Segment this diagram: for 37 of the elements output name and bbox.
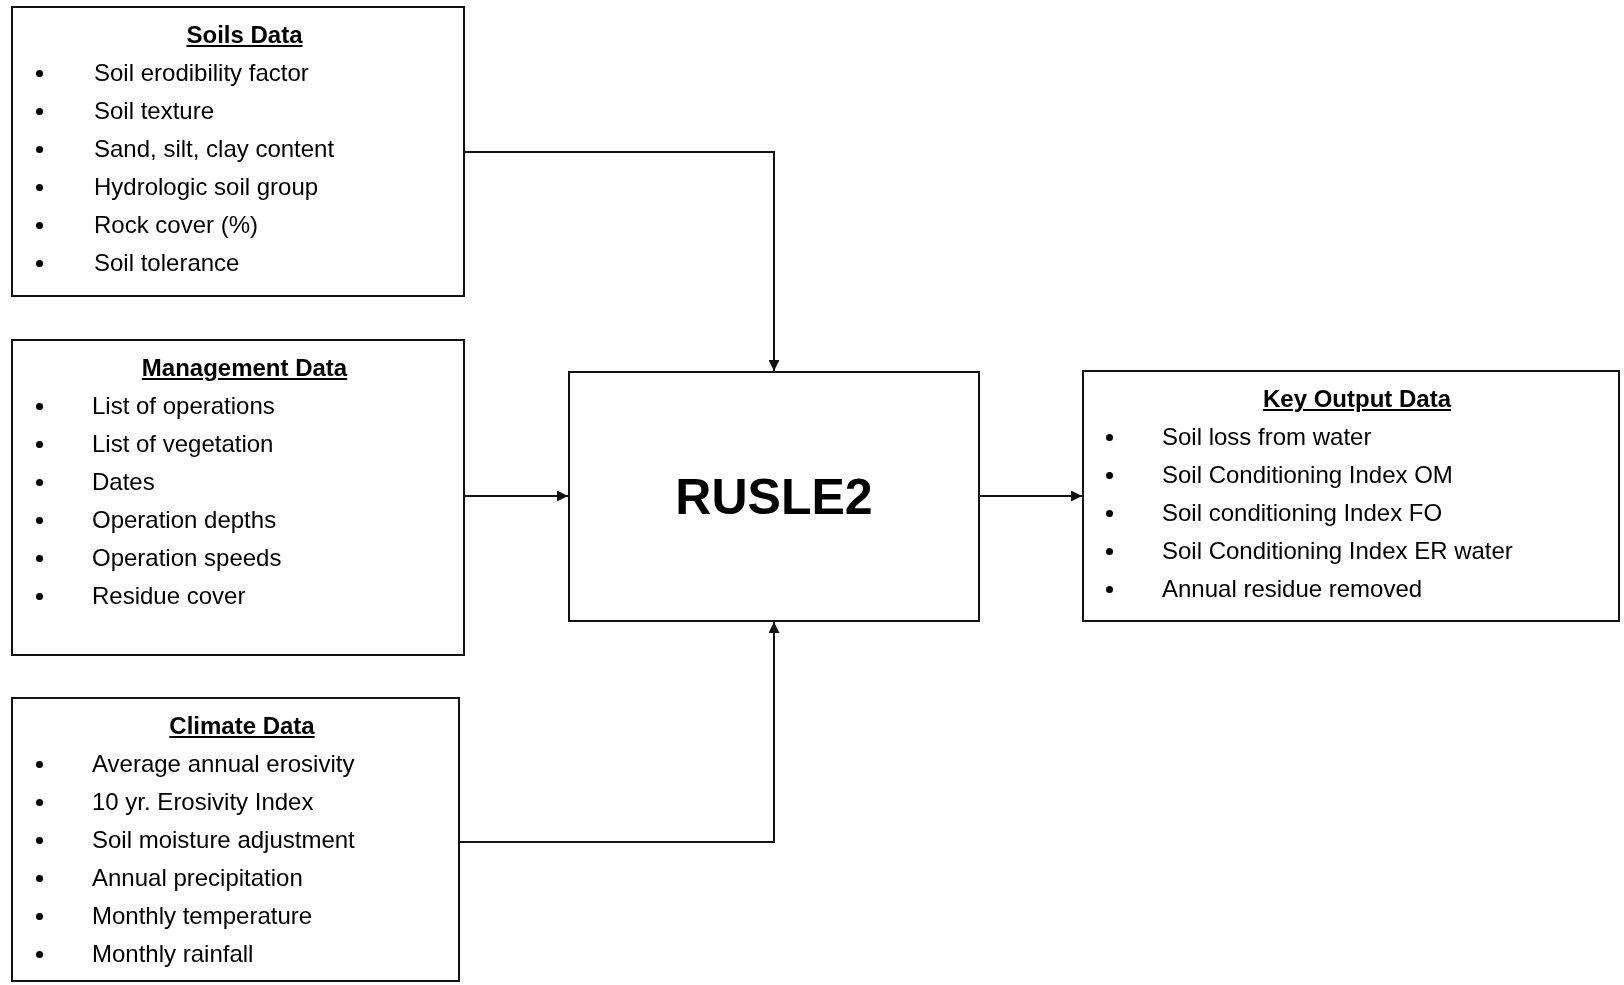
arrow xyxy=(979,490,1083,502)
list-item: Hydrologic soil group xyxy=(94,172,319,202)
list-item: Soil tolerance xyxy=(94,248,240,278)
box-heading: Management Data xyxy=(141,353,348,383)
list-item: Soil conditioning Index FO xyxy=(1162,498,1443,528)
arrow xyxy=(464,490,569,502)
arrow xyxy=(459,621,780,843)
list-item: Average annual erosivity xyxy=(92,749,355,779)
list-item: Sand, silt, clay content xyxy=(94,134,335,164)
list-item: Soil moisture adjustment xyxy=(92,825,355,855)
data-box xyxy=(1082,370,1620,622)
list-item: List of operations xyxy=(92,391,275,421)
list-item: Soil loss from water xyxy=(1162,422,1372,452)
list-item: Monthly rainfall xyxy=(92,939,254,969)
list-item: Soil erodibility factor xyxy=(94,58,309,88)
list-item: Soil texture xyxy=(94,96,215,126)
data-box xyxy=(11,697,460,982)
data-box xyxy=(11,6,465,297)
list-item: 10 yr. Erosivity Index xyxy=(92,787,314,817)
list-item: Operation speeds xyxy=(92,543,282,573)
list-item: Rock cover (%) xyxy=(94,210,259,240)
list-item: Monthly temperature xyxy=(92,901,313,931)
list-item: List of vegetation xyxy=(92,429,274,459)
process-box xyxy=(568,371,980,622)
list-item: Annual residue removed xyxy=(1162,574,1423,604)
list-item: Annual precipitation xyxy=(92,863,303,893)
model-name: RUSLE2 xyxy=(675,467,873,526)
list-item: Soil Conditioning Index ER water xyxy=(1162,536,1513,566)
box-heading: Soils Data xyxy=(186,20,303,50)
list-item: Dates xyxy=(92,467,155,497)
box-heading: Climate Data xyxy=(169,711,315,741)
box-heading: Key Output Data xyxy=(1263,384,1451,414)
list-item: Residue cover xyxy=(92,581,246,611)
data-box xyxy=(11,339,465,656)
list-item: Operation depths xyxy=(92,505,277,535)
list-item: Soil Conditioning Index OM xyxy=(1162,460,1453,490)
arrow xyxy=(464,151,780,372)
